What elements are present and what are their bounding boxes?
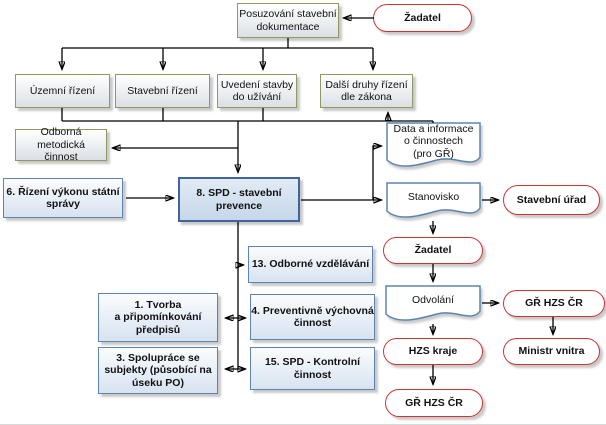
node-odborna-metodicka-cinnost: Odborná metodická činnost: [15, 126, 107, 164]
node-label: 3. Spolupráce se subjekty (působící na ú…: [104, 351, 212, 389]
node-preventivne-vychovna-cinnost: 4. Preventivně výchovná činnost: [250, 294, 375, 340]
node-rizeni-vykonu-statni-spravy: 6. Řízení výkonu státní správy: [3, 178, 123, 218]
node-hzs-kraje: HZS kraje: [383, 338, 483, 365]
node-label: Odborná metodická činnost: [37, 126, 85, 164]
node-dalsi-druhy-rizeni: Další druhy řízení dle zákona: [320, 74, 413, 108]
node-zadatel-mid: Žadatel: [383, 237, 483, 264]
node-label: Stavební úřad: [516, 193, 587, 206]
document-shape: [386, 122, 481, 167]
node-posuzovani-stavebni-dokumentace: Posuzování stavební dokumentace: [237, 3, 339, 38]
node-label: GŘ HZS ČR: [525, 297, 583, 310]
node-spd-stavebni-prevence: 8. SPD - stavební prevence: [178, 177, 300, 222]
node-stavebni-urad: Stavební úřad: [503, 185, 600, 215]
document-shape: [386, 182, 481, 218]
node-label: HZS kraje: [408, 345, 458, 358]
node-label: Data a informace o činnostech (pro GŘ): [393, 122, 474, 160]
node-label: Uvedení stavby do užívání: [220, 78, 294, 104]
node-label: 6. Řízení výkonu státní správy: [6, 185, 120, 211]
node-uzemni-rizeni: Územní řízení: [15, 74, 110, 108]
node-stavebni-rizeni: Stavební řízení: [115, 74, 210, 108]
node-label: Žadatel: [414, 244, 452, 257]
arrow-spd-to-data: [372, 146, 381, 200]
node-uvedeni-stavby: Uvedení stavby do užívání: [217, 74, 297, 108]
node-label: Odvolání: [411, 293, 455, 306]
node-spd-kontrolni-cinnost: 15. SPD - Kontrolní činnost: [250, 347, 375, 390]
document-shape: [385, 285, 481, 321]
node-label: Stavební řízení: [127, 84, 198, 97]
node-label: Stanovisko: [407, 190, 460, 203]
node-odvolani-dokument: Odvolání: [385, 285, 481, 324]
node-spoluprace-se-subjekty: 3. Spolupráce se subjekty (působící na ú…: [98, 347, 218, 394]
node-label: GŘ HZS ČR: [405, 396, 463, 409]
node-stanovisko-dokument: Stanovisko: [386, 182, 481, 221]
node-label: 8. SPD - stavební prevence: [196, 187, 282, 212]
node-label: Žadatel: [404, 11, 441, 24]
node-odborne-vzdelavani: 13. Odborné vzdělávání: [248, 246, 373, 283]
node-label: 1. Tvorba a připomínkování předpisů: [114, 298, 202, 336]
node-ministr-vnitra: Ministr vnitra: [503, 338, 600, 365]
node-label: 4. Preventivně výchovná činnost: [251, 304, 374, 330]
node-data-a-informace-dokument: Data a informace o činnostech (pro GŘ): [386, 122, 481, 170]
node-label: Ministr vnitra: [518, 345, 585, 358]
node-label: 13. Odborné vzdělávání: [251, 258, 370, 271]
node-gr-hzs-cr-bottom: GŘ HZS ČR: [385, 389, 483, 417]
node-label: Posuzování stavební dokumentace: [239, 8, 337, 33]
node-label: Územní řízení: [29, 84, 96, 97]
node-label: 15. SPD - Kontrolní činnost: [264, 356, 361, 381]
node-gr-hzs-cr-right: GŘ HZS ČR: [503, 290, 605, 317]
node-label: Další druhy řízení dle zákona: [325, 78, 408, 104]
node-tvorba-pripominkovani-predpisu: 1. Tvorba a připomínkování předpisů: [98, 293, 218, 342]
node-zadatel-top: Žadatel: [373, 4, 472, 32]
